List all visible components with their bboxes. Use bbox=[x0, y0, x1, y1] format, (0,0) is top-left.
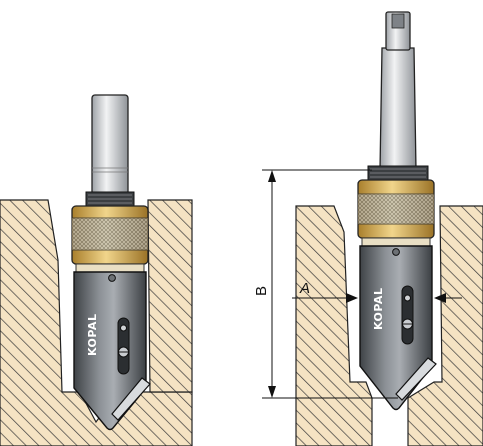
right-workpiece-hatch-left bbox=[295, 205, 373, 446]
dimension-b-label: B bbox=[253, 286, 270, 296]
left-workpiece-hatch-right bbox=[147, 199, 193, 393]
left-brand-label: KOPAL bbox=[86, 314, 99, 356]
dimension-a-label: A bbox=[299, 280, 310, 297]
right-set-screw bbox=[392, 248, 400, 256]
right-tool-body bbox=[359, 245, 433, 411]
left-tool-body bbox=[73, 271, 147, 431]
dimension-a: A bbox=[292, 280, 462, 303]
right-cutting-blade bbox=[395, 357, 437, 401]
left-workpiece-hatch bbox=[0, 199, 193, 446]
right-slot bbox=[401, 285, 414, 345]
left-set-screw bbox=[108, 274, 116, 282]
right-taper-shank bbox=[379, 47, 417, 171]
dimension-arrow-icon bbox=[268, 170, 276, 182]
arrow-left-icon bbox=[434, 293, 446, 303]
left-tool-assembly: KOPAL bbox=[0, 94, 193, 446]
left-shank bbox=[91, 94, 129, 198]
left-slot bbox=[117, 317, 130, 375]
right-tool-assembly: KOPAL bbox=[295, 11, 483, 446]
arrow-right-icon bbox=[346, 293, 358, 303]
right-brand-label: KOPAL bbox=[372, 288, 385, 330]
dimension-arrow-icon bbox=[268, 386, 276, 398]
dimension-b: B bbox=[253, 169, 398, 399]
right-workpiece-hatch-right bbox=[407, 205, 483, 446]
left-cutting-blade bbox=[111, 377, 151, 421]
